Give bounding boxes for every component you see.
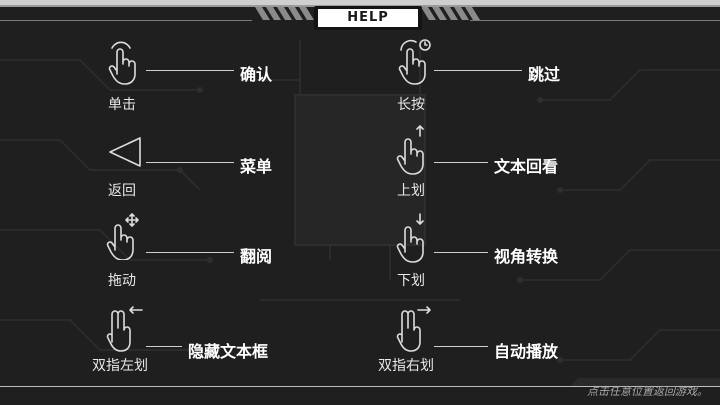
gesture-label-swipe-down: 下划: [397, 273, 425, 289]
connector-line: [434, 162, 488, 163]
back-triangle-icon: [106, 136, 146, 168]
two-finger-swipe-right-icon: [396, 304, 436, 352]
connector-line: [146, 346, 182, 347]
action-confirm: 确认: [240, 65, 273, 84]
footer-divider: [0, 386, 720, 387]
gesture-label-back: 返回: [108, 183, 136, 199]
help-title: HELP: [318, 9, 418, 27]
gesture-label-two-finger-right: 双指右划: [378, 358, 434, 374]
action-menu: 菜单: [240, 157, 273, 176]
gesture-label-tap: 单击: [108, 97, 136, 113]
drag-hand-icon: [106, 212, 146, 260]
action-hide-textbox: 隐藏文本框: [188, 342, 269, 361]
connector-line: [146, 70, 234, 71]
return-to-game-hint[interactable]: 点击任意位置返回游戏。: [587, 385, 708, 398]
action-text-history: 文本回看: [494, 157, 559, 176]
connector-line: [146, 252, 234, 253]
action-skip: 跳过: [528, 65, 561, 84]
long-press-hand-icon: [396, 36, 436, 86]
tap-hand-icon: [106, 38, 142, 86]
connector-line: [434, 252, 488, 253]
gesture-label-long-press: 长按: [397, 97, 425, 113]
connector-line: [146, 162, 234, 163]
connector-line: [434, 70, 522, 71]
action-page-through: 翻阅: [240, 247, 273, 266]
footer-notch: [570, 378, 720, 387]
swipe-up-hand-icon: [396, 124, 432, 176]
swipe-down-hand-icon: [396, 212, 432, 264]
two-finger-swipe-left-icon: [106, 304, 146, 352]
action-switch-view: 视角转换: [494, 247, 559, 266]
gesture-label-drag: 拖动: [108, 273, 136, 289]
gesture-label-swipe-up: 上划: [397, 183, 425, 199]
action-auto-play: 自动播放: [494, 342, 559, 361]
connector-line: [434, 346, 488, 347]
gesture-label-two-finger-left: 双指左划: [92, 358, 148, 374]
